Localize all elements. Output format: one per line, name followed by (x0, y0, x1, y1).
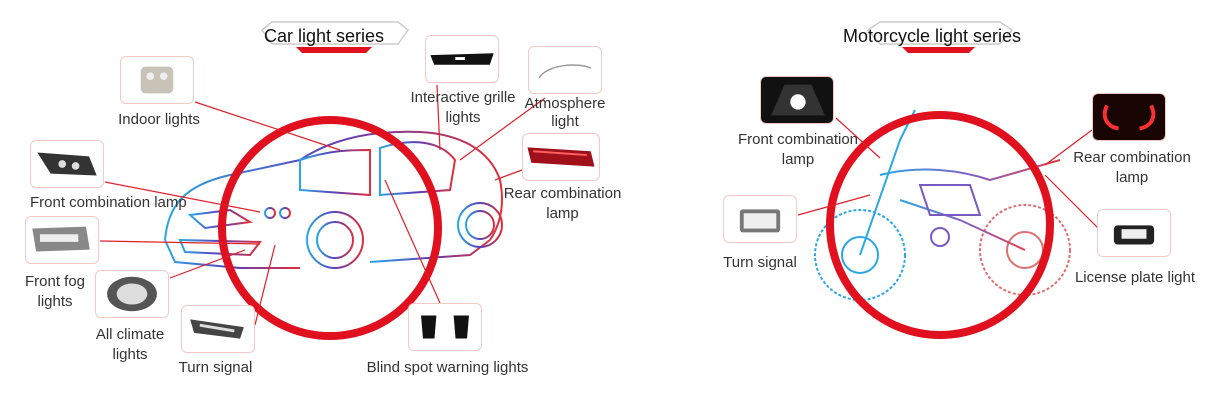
car-turn-signal-thumbnail (181, 305, 255, 353)
car-section-title: Car light series (264, 26, 385, 46)
license-plate-light-thumbnail (1097, 209, 1171, 257)
license-plate-light-label: License plate light (1074, 269, 1196, 286)
moto-rear-lamp-thumbnail (1092, 93, 1166, 141)
moto-turn-signal-thumbnail (723, 195, 797, 243)
moto-section-title: Motorcycle light series (843, 26, 1022, 46)
moto-rear-lamp-label: Rear combination lamp (1073, 149, 1191, 186)
front-combination-lamp-thumbnail (30, 140, 104, 188)
atmosphere-light-thumbnail (528, 46, 602, 94)
front-fog-lights-label: Front fog lights (24, 273, 86, 310)
moto-turn-signal-label: Turn signal (723, 254, 797, 271)
car-title-banner (260, 21, 410, 53)
all-climate-lights-label: All climate lights (95, 326, 165, 363)
indoor-lights-thumbnail (120, 56, 194, 104)
moto-highlight-circle (826, 111, 1054, 339)
front-combination-lamp-label: Front combination lamp (30, 194, 187, 211)
moto-title-banner (866, 21, 1014, 53)
moto-front-lamp-thumbnail (760, 76, 834, 124)
grille-lights-label: Interactive grille lights (410, 89, 516, 126)
all-climate-lights-thumbnail (95, 270, 169, 318)
car-turn-signal-label: Turn signal (178, 359, 253, 376)
indoor-lights-label: Indoor lights (118, 111, 200, 128)
rear-lamp-label: Rear combination lamp (503, 185, 622, 222)
moto-front-lamp-label: Front combination lamp (737, 131, 859, 168)
car-highlight-circle (218, 116, 442, 340)
leader-lines (99, 84, 1101, 326)
front-fog-lights-thumbnail (25, 216, 99, 264)
atmosphere-light-label: Atmosphere light (524, 95, 606, 130)
car-outline (164, 130, 503, 269)
grille-lights-thumbnail (425, 35, 499, 83)
rear-lamp-thumbnail (522, 133, 600, 181)
blind-spot-label: Blind spot warning lights (366, 359, 529, 376)
blind-spot-thumbnail (408, 303, 482, 351)
